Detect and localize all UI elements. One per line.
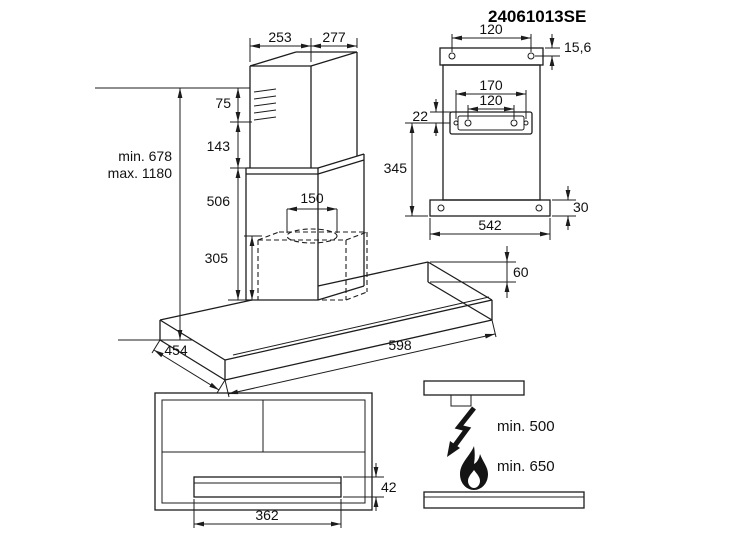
chimney-upper-section [249, 51, 358, 168]
hidden-motor-housing [257, 228, 368, 301]
main-isometric-view: 253 277 75 143 min. 678 max. 1180 506 30… [95, 29, 529, 398]
dim-height-min: min. 678 [118, 148, 172, 164]
dim-bracket-to-bottom: 345 [384, 160, 408, 176]
front-view-dimensions: 42 362 [193, 463, 397, 528]
hood-lower-stub [450, 394, 472, 407]
document-number: 24061013SE [488, 7, 586, 26]
clearance-view: min. 500 min. 650 [423, 380, 585, 509]
dim-upper-chimney: 143 [207, 138, 231, 154]
mounting-hole [448, 52, 456, 60]
duct-outlet-circle [286, 228, 338, 244]
dim-top-bracket-holes: 120 [479, 21, 503, 37]
dim-inner-height: 305 [205, 250, 229, 266]
dim-body-edge-height: 30 [573, 199, 589, 215]
dim-canopy-width: 598 [388, 337, 412, 353]
body-screw-hole [535, 204, 543, 212]
dim-control-panel-height: 42 [381, 479, 397, 495]
dim-wall-bracket-outer: 170 [479, 77, 503, 93]
wall-bracket [449, 111, 533, 135]
gas-clearance-label: min. 650 [497, 458, 555, 475]
canopy-body [159, 261, 493, 381]
dim-chimney-top-depth: 277 [322, 29, 346, 45]
main-view-dimensions: 253 277 75 143 min. 678 max. 1180 506 30… [95, 29, 529, 398]
dim-bracket-drop: 22 [412, 108, 428, 124]
hood-side-profile [423, 380, 525, 396]
body-screw-hole [437, 204, 445, 212]
dim-body-width: 542 [478, 217, 502, 233]
control-panel [193, 476, 342, 498]
dim-chimney-top-width: 253 [268, 29, 292, 45]
chimney-lower-section [245, 153, 365, 301]
dim-vent-band: 75 [215, 95, 231, 111]
dim-canopy-edge-height: 60 [513, 264, 529, 280]
flame-icon [460, 446, 488, 490]
dim-canopy-depth: 454 [164, 342, 188, 358]
hood-body-rear [429, 199, 551, 217]
vent-slots [253, 88, 277, 121]
dim-height-max: max. 1180 [108, 165, 173, 181]
mounting-hole [527, 52, 535, 60]
dim-control-panel-width: 362 [255, 507, 279, 523]
electric-clearance-label: min. 500 [497, 418, 555, 435]
dim-top-hole-offset: 15,6 [564, 39, 591, 55]
cooktop-profile [423, 491, 585, 509]
dim-chimney-height: 506 [207, 193, 231, 209]
dim-duct-diameter: 150 [300, 190, 324, 206]
front-view: 42 362 [154, 392, 397, 528]
hood-front-outline [154, 392, 373, 511]
lightning-bolt-icon [447, 406, 476, 457]
rear-view-dimensions: 120 15,6 170 120 22 345 542 30 [384, 21, 591, 240]
dim-wall-bracket-inner: 120 [479, 92, 503, 108]
rear-view: 120 15,6 170 120 22 345 542 30 [384, 21, 591, 240]
